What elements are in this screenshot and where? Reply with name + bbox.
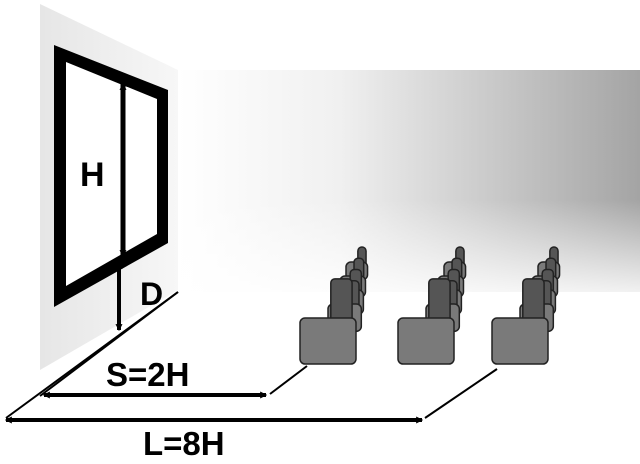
min-distance-label: S=2H (106, 356, 189, 393)
seating-area (299, 246, 561, 365)
seat-body (491, 317, 549, 365)
height-label: H (80, 156, 105, 194)
seat-front (491, 278, 549, 365)
offset-label: D (140, 276, 163, 312)
seat-body (397, 317, 455, 365)
screen-surface (66, 62, 157, 286)
seat-front (299, 278, 357, 365)
floor-line-long (5, 291, 179, 419)
max-distance-label: L=8H (143, 425, 225, 462)
seat-front (397, 278, 455, 365)
seat-guide-front (269, 365, 308, 395)
seat-guide-back (424, 368, 498, 419)
back-wall-fade (178, 200, 640, 292)
seat-body (299, 317, 357, 365)
